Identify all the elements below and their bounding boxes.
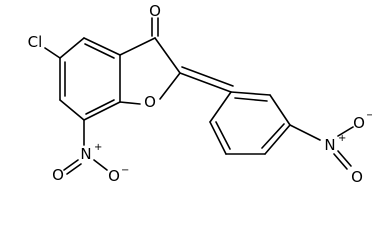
nitro-right-n-charge: +	[338, 133, 346, 144]
nitro-left-n-charge: +	[94, 142, 102, 153]
chlorine-bond	[44, 47, 61, 59]
carbonyl-bond	[151, 17, 159, 37]
ring-oxygen-label: O	[144, 93, 156, 111]
chemical-structure-diagram: O O Cl N + O O − N + O − O	[28, 2, 372, 186]
nitro-left-bonds	[63, 159, 108, 175]
nitro-right-o-single-label: O	[353, 114, 365, 132]
nitro-right-n-label: N	[324, 136, 335, 154]
carbonyl-oxygen-label: O	[149, 2, 161, 20]
exocyclic-double-bond	[179, 66, 234, 93]
nitro-left-o-single-label: O	[108, 167, 120, 185]
benzene-ring-left	[59, 37, 121, 121]
nitro-left-o-charge: −	[121, 165, 129, 176]
furanone-ring	[119, 37, 181, 105]
nitro-left-o-double-label: O	[52, 166, 64, 184]
nitro-right-ring-bond	[289, 124, 321, 141]
nitro-left-n-label: N	[80, 145, 91, 163]
chlorine-label: Cl	[28, 33, 43, 51]
nitro-right-bonds	[333, 126, 354, 170]
nitro-right-o-charge: −	[366, 110, 372, 121]
nitro-right-o-double-label: O	[351, 168, 363, 186]
benzene-ring-right	[209, 91, 291, 155]
